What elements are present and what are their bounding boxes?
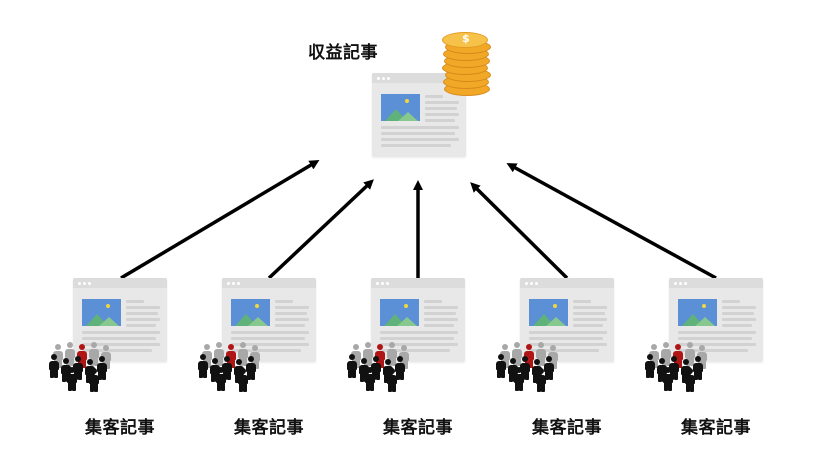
- traffic-article-label: 集客記事: [532, 418, 602, 438]
- person-icon: [386, 368, 398, 392]
- crowd-icon: [48, 340, 112, 392]
- crowd-icon: [495, 340, 559, 392]
- person-icon: [495, 354, 507, 378]
- person-icon: [644, 354, 656, 378]
- traffic-article-label: 集客記事: [85, 418, 155, 438]
- traffic-article-label: 集客記事: [383, 418, 453, 438]
- traffic-article-card: [73, 278, 167, 362]
- traffic-article-card: [669, 278, 763, 362]
- coin-stack-icon: [442, 32, 492, 98]
- person-icon: [513, 367, 525, 391]
- person-icon: [215, 367, 227, 391]
- person-icon: [684, 368, 696, 392]
- person-icon: [48, 354, 60, 378]
- person-icon: [662, 367, 674, 391]
- person-icon: [364, 367, 376, 391]
- person-icon: [346, 354, 358, 378]
- crowd-icon: [346, 340, 410, 392]
- image-icon: [82, 299, 121, 326]
- person-icon: [245, 356, 257, 380]
- arrow-1: [120, 159, 320, 280]
- person-icon: [543, 356, 555, 380]
- crowd-icon: [644, 340, 708, 392]
- arrow-2: [267, 179, 374, 280]
- image-icon: [231, 299, 270, 326]
- image-icon: [529, 299, 568, 326]
- traffic-article-label: 集客記事: [234, 418, 304, 438]
- image-icon: [678, 299, 717, 326]
- person-icon: [197, 354, 209, 378]
- image-icon: [381, 94, 420, 121]
- revenue-article-label: 収益記事: [308, 43, 378, 63]
- person-icon: [88, 368, 100, 392]
- traffic-article-label: 集客記事: [681, 418, 751, 438]
- person-icon: [394, 356, 406, 380]
- person-icon: [237, 368, 249, 392]
- person-icon: [535, 368, 547, 392]
- traffic-article-card: [371, 278, 465, 362]
- person-icon: [692, 356, 704, 380]
- arrow-5: [506, 163, 717, 280]
- crowd-icon: [197, 340, 261, 392]
- traffic-article-card: [520, 278, 614, 362]
- person-icon: [66, 367, 78, 391]
- image-icon: [380, 299, 419, 326]
- arrow-4: [470, 182, 569, 280]
- traffic-article-card: [222, 278, 316, 362]
- person-icon: [96, 356, 108, 380]
